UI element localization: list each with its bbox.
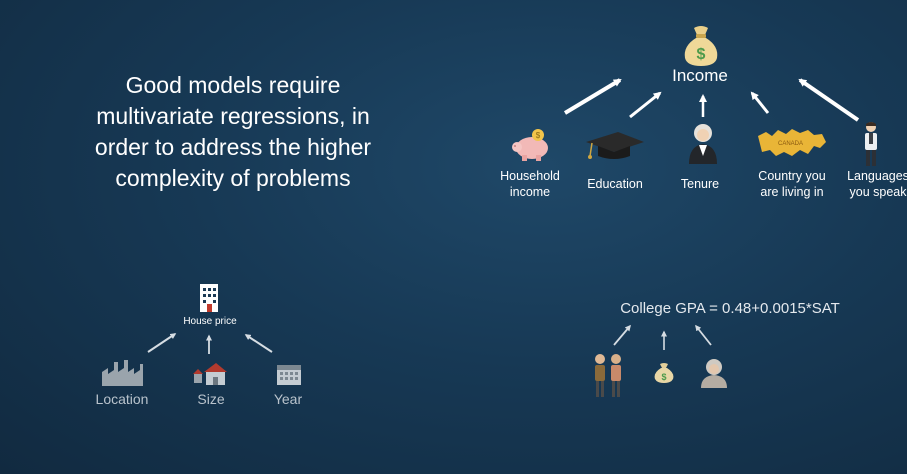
factor-year: Year — [273, 391, 303, 407]
house-price-label: House price — [183, 316, 237, 327]
factor-household-income: Household income — [500, 169, 560, 199]
headline-line-2: multivariate regressions, in — [96, 103, 370, 129]
svg-text:$: $ — [536, 131, 541, 140]
factor-languages: Languages you speak — [847, 169, 907, 199]
income-label: Income — [672, 66, 728, 85]
factor-education: Education — [587, 177, 643, 191]
building-icon — [200, 284, 218, 312]
gpa-equation: College GPA = 0.48+0.0015*SAT — [620, 300, 840, 317]
canada-map-text: CANADA — [778, 141, 803, 147]
arrow-household-income — [563, 78, 622, 115]
svg-text:$: $ — [697, 46, 706, 63]
house-icon — [193, 363, 227, 385]
graduation-cap-icon — [586, 132, 644, 159]
elderly-person-icon — [689, 124, 717, 164]
professor-icon — [701, 359, 727, 388]
headline: Good models require multivariate regress… — [78, 70, 388, 194]
arrow-country — [750, 91, 770, 114]
students-icon — [595, 354, 621, 397]
money-bag-small-icon: $ — [654, 363, 674, 383]
arrow-year — [244, 334, 273, 353]
headline-line-4: complexity of problems — [115, 165, 351, 191]
arrow-languages — [798, 78, 860, 122]
factor-size: Size — [197, 391, 225, 407]
arrow-education — [629, 91, 662, 119]
factor-tenure: Tenure — [680, 177, 720, 191]
arrow-professor — [695, 324, 712, 346]
headline-line-1: Good models require — [125, 72, 341, 98]
money-bag-icon: $ — [684, 26, 718, 66]
arrow-location — [147, 333, 177, 353]
arrow-students — [613, 324, 631, 346]
canada-map-icon: CANADA — [758, 129, 826, 156]
factory-icon — [102, 360, 143, 386]
calendar-icon — [277, 365, 301, 385]
svg-text:$: $ — [661, 372, 666, 382]
person-icon — [865, 122, 877, 166]
headline-line-3: order to address the higher — [94, 134, 372, 160]
factor-country: Country you are living in — [758, 169, 826, 199]
factor-location: Location — [95, 391, 149, 407]
piggy-bank-icon: $ — [512, 129, 548, 161]
